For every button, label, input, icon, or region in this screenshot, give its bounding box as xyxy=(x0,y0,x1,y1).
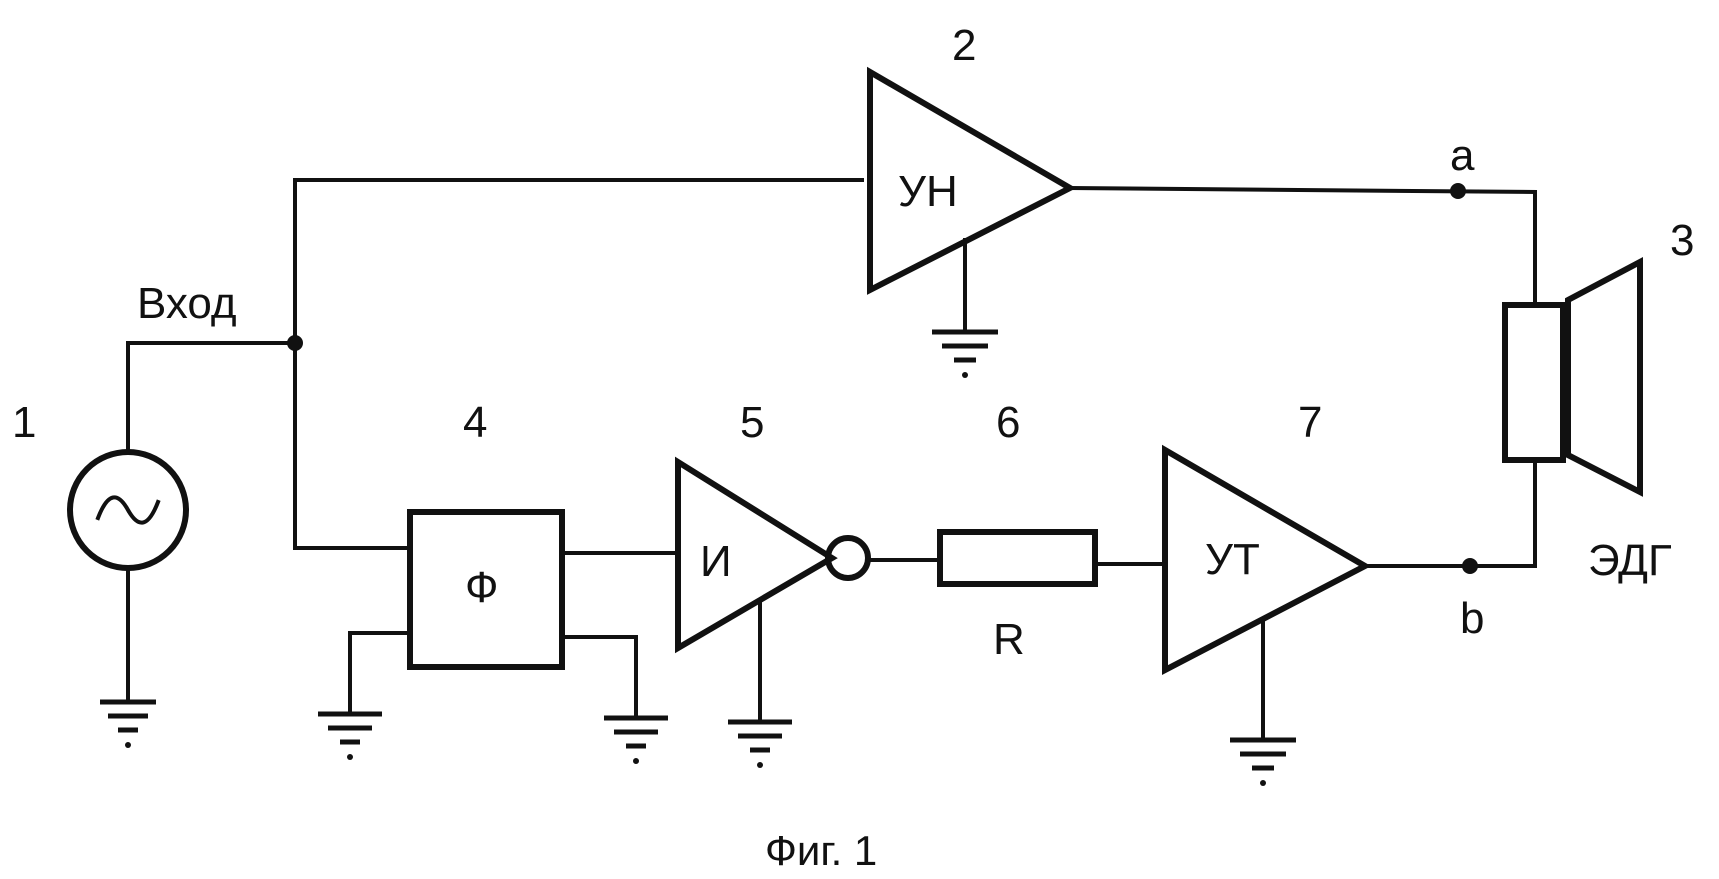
ground-symbol-filter-left xyxy=(318,714,382,760)
node-b xyxy=(1462,558,1478,574)
figure-caption: Фиг. 1 xyxy=(765,827,877,874)
label-block-6: 6 xyxy=(996,398,1020,447)
label-block-3: 3 xyxy=(1670,216,1694,265)
label-block-5: 5 xyxy=(740,398,764,447)
resistor xyxy=(940,532,1095,584)
current-amplifier: УТ xyxy=(1165,450,1365,738)
node-b-label: b xyxy=(1460,594,1484,643)
filter-label: Ф xyxy=(465,563,498,612)
node-a xyxy=(1450,183,1466,199)
speaker-label: ЭДГ xyxy=(1588,536,1672,585)
inverter-label: И xyxy=(700,537,732,586)
node-a-label: a xyxy=(1450,131,1475,180)
ground-symbol-inverter xyxy=(728,722,792,768)
ground-symbol-amp7 xyxy=(1230,740,1296,786)
inverter: И xyxy=(678,462,868,720)
amplifier-label-ut: УТ xyxy=(1205,535,1260,584)
label-block-7: 7 xyxy=(1298,398,1322,447)
ground-symbol-source xyxy=(100,702,156,748)
voltage-amplifier: УН xyxy=(870,72,1070,330)
ground-symbol-filter-right xyxy=(604,718,668,764)
label-block-4: 4 xyxy=(463,398,487,447)
label-block-2: 2 xyxy=(952,21,976,70)
filter-block: Ф xyxy=(350,512,636,716)
input-node xyxy=(287,335,303,351)
label-block-1: 1 xyxy=(12,398,36,447)
ac-source xyxy=(70,343,186,700)
input-label: Вход xyxy=(137,279,237,328)
ground-symbol-amp2 xyxy=(932,332,998,378)
resistor-label: R xyxy=(993,615,1025,664)
amplifier-label-un: УН xyxy=(898,167,958,216)
speaker xyxy=(1505,262,1640,492)
